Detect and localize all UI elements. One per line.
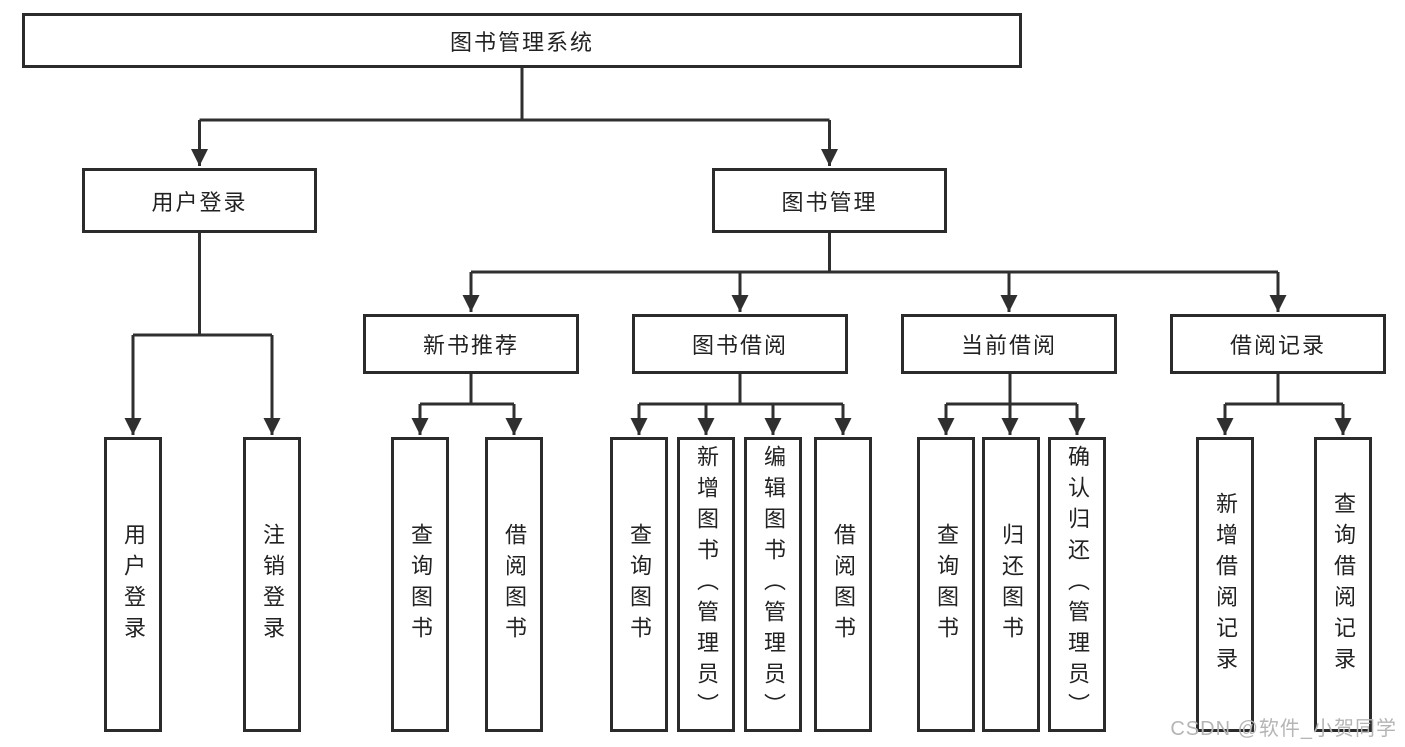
node-leaf-user-login: 用户登录 <box>104 437 162 732</box>
node-leaf-borrow-books: 借阅图书 <box>814 437 872 732</box>
node-leaf-return-books: 归还图书 <box>982 437 1040 732</box>
node-leaf-edit-books-admin: 编辑图书（管理员） <box>744 437 802 732</box>
connector-current-borrowing-to-children <box>937 374 1086 435</box>
node-leaf-query-borrow-record: 查询借阅记录 <box>1314 437 1372 732</box>
node-book-management: 图书管理 <box>712 168 947 233</box>
node-borrowing-records: 借阅记录 <box>1170 314 1386 374</box>
connector-user-login-to-children <box>124 233 281 435</box>
node-book-borrowing: 图书借阅 <box>632 314 848 374</box>
node-leaf-query-books-current: 查询图书 <box>917 437 975 732</box>
connector-root-to-level2 <box>191 68 838 166</box>
connector-book-management-to-level3 <box>462 233 1287 312</box>
node-new-book-recommendation: 新书推荐 <box>363 314 579 374</box>
connector-new-book-recommendation-to-children <box>411 374 523 435</box>
connector-book-borrowing-to-children <box>630 374 852 435</box>
node-leaf-logout: 注销登录 <box>243 437 301 732</box>
node-leaf-query-books-borrowing: 查询图书 <box>610 437 668 732</box>
node-current-borrowing: 当前借阅 <box>901 314 1117 374</box>
node-leaf-add-books-admin: 新增图书（管理员） <box>677 437 735 732</box>
connector-borrowing-records-to-children <box>1216 374 1352 435</box>
node-leaf-borrow-books-recommend: 借阅图书 <box>485 437 543 732</box>
node-user-login: 用户登录 <box>82 168 317 233</box>
node-library-management-system: 图书管理系统 <box>22 13 1022 68</box>
node-leaf-add-borrow-record: 新增借阅记录 <box>1196 437 1254 732</box>
node-leaf-query-books-recommend: 查询图书 <box>391 437 449 732</box>
csdn-watermark: CSDN @软件_小贺同学 <box>1170 718 1397 740</box>
node-leaf-confirm-return-admin: 确认归还（管理员） <box>1048 437 1106 732</box>
